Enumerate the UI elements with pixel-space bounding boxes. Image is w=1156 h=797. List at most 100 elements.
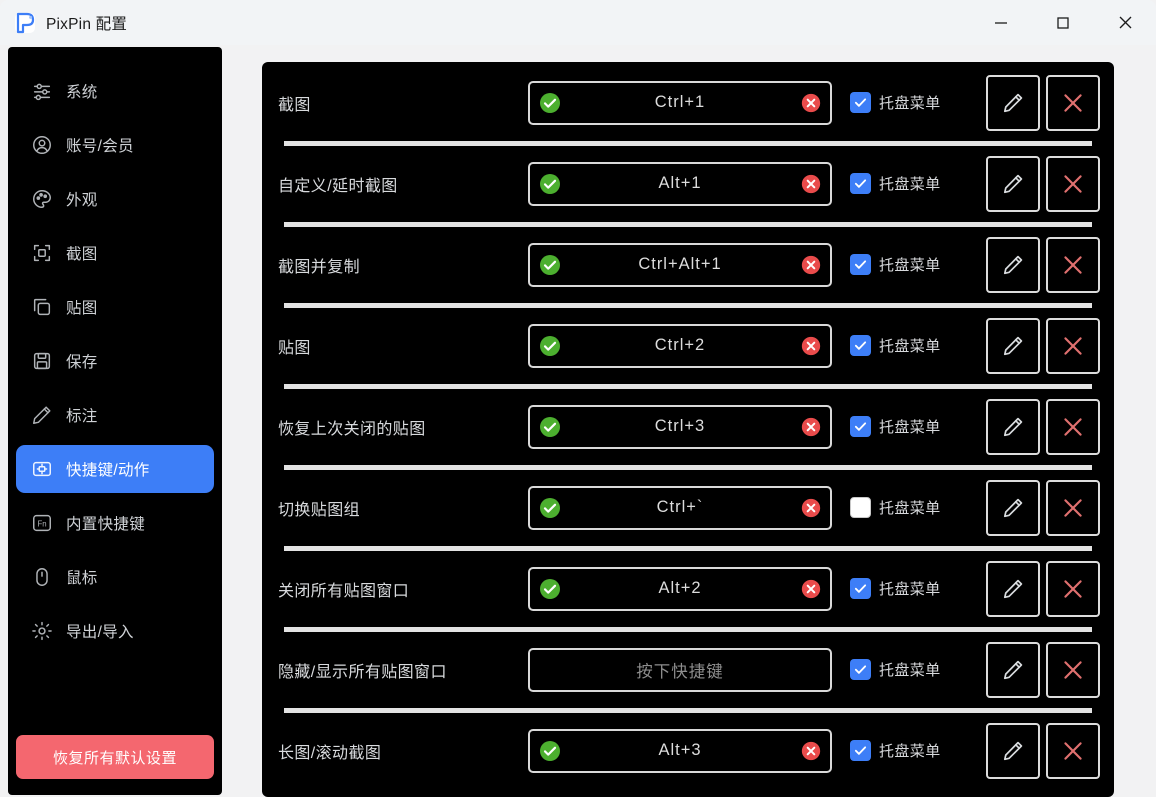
pencil-edit-icon	[1001, 253, 1025, 277]
sliders-icon	[30, 79, 54, 103]
delete-action-button[interactable]	[1046, 236, 1100, 293]
maximize-button[interactable]	[1032, 0, 1094, 45]
restore-defaults-button[interactable]: 恢复所有默认设置	[16, 735, 214, 779]
delete-action-button[interactable]	[1046, 398, 1100, 455]
edit-action-button[interactable]	[986, 74, 1040, 131]
edit-action-button[interactable]	[986, 560, 1040, 617]
row-actions	[986, 722, 1100, 779]
tray-menu-checkbox[interactable]: 托盘菜单	[850, 740, 978, 761]
red-x-clear-icon[interactable]	[800, 254, 822, 276]
tray-menu-checkbox[interactable]: 托盘菜单	[850, 92, 978, 113]
delete-action-button[interactable]	[1046, 722, 1100, 779]
edit-action-button[interactable]	[986, 155, 1040, 212]
row-separator	[262, 378, 1114, 394]
green-check-icon	[538, 415, 562, 439]
sidebar-item-4[interactable]: 截图	[16, 229, 214, 277]
svg-text:Fn: Fn	[37, 520, 46, 529]
edit-action-button[interactable]	[986, 236, 1040, 293]
hotkey-input[interactable]: Ctrl+1	[528, 80, 832, 125]
hotkey-value: Ctrl+Alt+1	[638, 255, 722, 273]
sidebar-item-6[interactable]: 保存	[16, 337, 214, 385]
edit-action-button[interactable]	[986, 398, 1040, 455]
tray-menu-checkbox[interactable]: 托盘菜单	[850, 578, 978, 599]
sidebar-item-8[interactable]: 快捷键/动作	[16, 445, 214, 493]
delete-action-button[interactable]	[1046, 641, 1100, 698]
tray-menu-label: 托盘菜单	[879, 419, 941, 436]
tray-menu-checkbox[interactable]: 托盘菜单	[850, 416, 978, 437]
row-separator	[262, 540, 1114, 556]
red-x-delete-icon	[1060, 495, 1086, 521]
sidebar-item-label: 账号/会员	[66, 138, 134, 155]
hotkey-input[interactable]: 按下快捷键	[528, 647, 832, 692]
sidebar-item-7[interactable]: 标注	[16, 391, 214, 439]
close-button[interactable]	[1094, 0, 1156, 45]
hotkey-input[interactable]: Ctrl+3	[528, 404, 832, 449]
green-check-icon	[538, 172, 562, 196]
red-x-clear-icon[interactable]	[800, 740, 822, 762]
red-x-clear-icon[interactable]	[800, 578, 822, 600]
row-actions	[986, 317, 1100, 374]
hotkey-row: 关闭所有贴图窗口 Alt+2 托盘菜单	[262, 556, 1114, 621]
delete-action-button[interactable]	[1046, 74, 1100, 131]
edit-action-button[interactable]	[986, 479, 1040, 536]
sidebar-item-1[interactable]: 系统	[16, 67, 214, 115]
sidebar-item-label: 保存	[66, 354, 98, 371]
green-check-icon	[538, 577, 562, 601]
tray-menu-label: 托盘菜单	[879, 743, 941, 760]
hotkey-action-label: 关闭所有贴图窗口	[278, 582, 410, 600]
sidebar-item-label: 快捷键/动作	[66, 462, 150, 479]
sidebar-item-label: 导出/导入	[66, 624, 134, 641]
hotkey-input[interactable]: Alt+3	[528, 728, 832, 773]
sidebar-item-3[interactable]: 外观	[16, 175, 214, 223]
red-x-delete-icon	[1060, 171, 1086, 197]
red-x-clear-icon[interactable]	[800, 497, 822, 519]
sidebar-item-5[interactable]: 贴图	[16, 283, 214, 331]
hotkey-input[interactable]: Ctrl+`	[528, 485, 832, 530]
red-x-clear-icon[interactable]	[800, 335, 822, 357]
hotkey-input[interactable]: Ctrl+2	[528, 323, 832, 368]
pencil-edit-icon	[1001, 91, 1025, 115]
tray-menu-checkbox[interactable]: 托盘菜单	[850, 497, 978, 518]
delete-action-button[interactable]	[1046, 317, 1100, 374]
row-separator	[262, 297, 1114, 313]
checkbox-box	[850, 659, 871, 680]
sidebar-item-label: 系统	[66, 84, 98, 101]
checkbox-box	[850, 92, 871, 113]
red-x-clear-icon[interactable]	[800, 92, 822, 114]
tray-menu-checkbox[interactable]: 托盘菜单	[850, 335, 978, 356]
sidebar-item-2[interactable]: 账号/会员	[16, 121, 214, 169]
hotkey-input[interactable]: Alt+2	[528, 566, 832, 611]
row-separator	[262, 702, 1114, 718]
tray-menu-checkbox[interactable]: 托盘菜单	[850, 659, 978, 680]
close-icon	[1118, 15, 1133, 30]
red-x-delete-icon	[1060, 657, 1086, 683]
delete-action-button[interactable]	[1046, 479, 1100, 536]
row-separator	[262, 459, 1114, 475]
delete-action-button[interactable]	[1046, 560, 1100, 617]
minimize-button[interactable]	[970, 0, 1032, 45]
delete-action-button[interactable]	[1046, 155, 1100, 212]
pencil-edit-icon	[1001, 739, 1025, 763]
hotkey-input[interactable]: Alt+1	[528, 161, 832, 206]
red-x-delete-icon	[1060, 738, 1086, 764]
hotkey-value: Ctrl+`	[656, 498, 704, 516]
sidebar-item-10[interactable]: 鼠标	[16, 553, 214, 601]
hotkey-value: Alt+2	[658, 579, 702, 597]
tray-menu-label: 托盘菜单	[879, 176, 941, 193]
hotkey-input[interactable]: Ctrl+Alt+1	[528, 242, 832, 287]
tray-menu-checkbox[interactable]: 托盘菜单	[850, 254, 978, 275]
red-x-clear-icon[interactable]	[800, 173, 822, 195]
sidebar-item-11[interactable]: 导出/导入	[16, 607, 214, 655]
tray-menu-checkbox[interactable]: 托盘菜单	[850, 173, 978, 194]
edit-action-button[interactable]	[986, 317, 1040, 374]
edit-action-button[interactable]	[986, 641, 1040, 698]
crop-frame-icon	[30, 241, 54, 265]
edit-action-button[interactable]	[986, 722, 1040, 779]
red-x-delete-icon	[1060, 252, 1086, 278]
red-x-clear-icon[interactable]	[800, 416, 822, 438]
